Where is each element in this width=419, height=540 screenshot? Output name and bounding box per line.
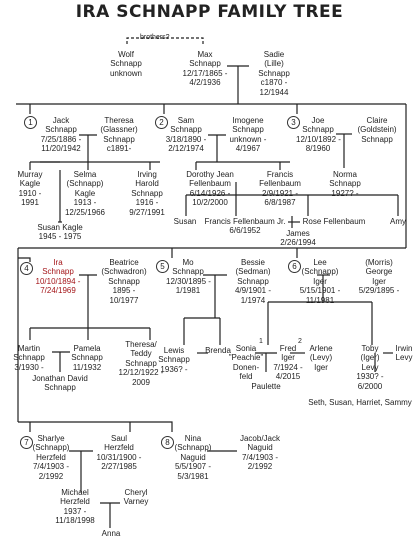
person-paulette: Paulette <box>251 382 281 391</box>
marriage-number-1: 1 <box>259 338 263 345</box>
branch-number-2: 2 <box>155 116 168 129</box>
branch-number-7: 7 <box>20 436 33 449</box>
branch-number-4: 4 <box>20 262 33 275</box>
branch-number-8: 8 <box>161 436 174 449</box>
person-brenda: Brenda <box>205 346 231 355</box>
branch-number-3: 3 <box>287 116 300 129</box>
branch-number-1: 1 <box>24 116 37 129</box>
brothers-question-label: brothers? <box>140 34 170 41</box>
person-anna: Anna <box>101 529 121 538</box>
person-sonia: Sonia"Peachie"Donen-feld <box>228 344 264 382</box>
person-arlene: Arlene(Levy)Iger <box>309 344 333 372</box>
person-susan-fellenbaum: Susan <box>173 217 197 226</box>
marriage-number-2: 2 <box>298 338 302 345</box>
person-rose: Rose Fellenbaum <box>302 217 366 226</box>
person-claire: Claire(Goldstein)Schnapp <box>357 116 397 144</box>
page-title: IRA SCHNAPP FAMILY TREE <box>75 2 344 22</box>
person-francis-jr: Francis Fellenbaum Jr.6/6/1952 <box>204 217 286 236</box>
person-levy-children: Seth, Susan, Harriet, Sammy <box>308 398 412 407</box>
person-amy: Amy <box>390 217 406 226</box>
branch-number-6: 6 <box>288 260 301 273</box>
branch-number-5: 5 <box>156 260 169 273</box>
